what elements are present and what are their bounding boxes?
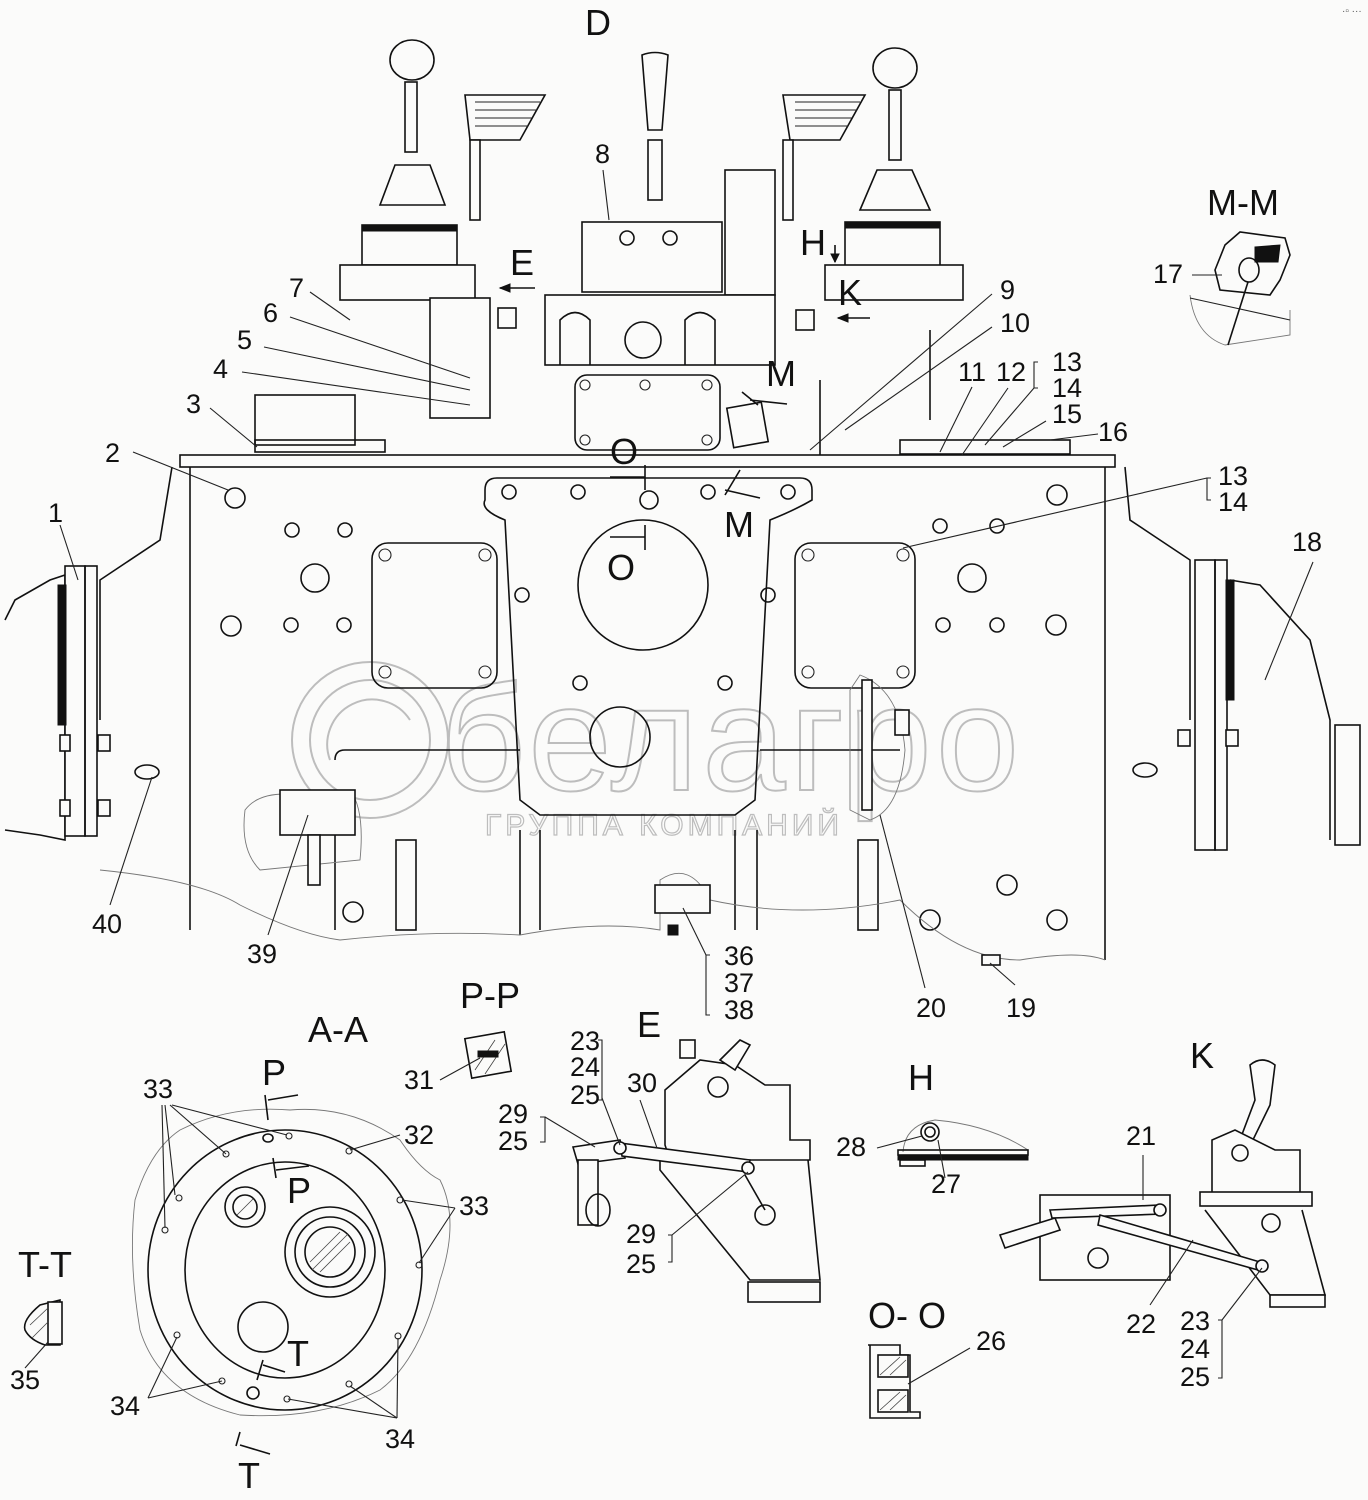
callout-30: 30 (627, 1068, 657, 1098)
view-E: E 23 24 25 29 25 30 29 25 (498, 1004, 821, 1303)
view-label-K-arrow: K (838, 272, 862, 313)
section-label-P-P: P-P (460, 975, 520, 1016)
view-label-O-top: O (610, 431, 638, 472)
callout-12: 12 (996, 357, 1026, 387)
watermark-brand: белагро (440, 654, 1023, 822)
callout-13-top: 13 (1052, 347, 1082, 377)
section-label-T-T: T-T (18, 1244, 72, 1285)
callout-7: 7 (289, 273, 304, 303)
section-M-M: M-M 17 (1153, 182, 1291, 346)
callout-40: 40 (92, 909, 122, 939)
callout-14-right: 14 (1218, 487, 1248, 517)
callout-15: 15 (1052, 399, 1082, 429)
view-H-label: H (908, 1057, 934, 1098)
callout-25-K: 25 (1180, 1362, 1210, 1392)
view-labels: D E H K M M O O (510, 2, 862, 588)
final-drive-left (4, 565, 111, 841)
section-A-A: A-A P P T T 33 (110, 1009, 489, 1496)
callout-23-E: 23 (570, 1026, 600, 1056)
window-controls[interactable]: ·▫ ··· (1342, 6, 1362, 17)
callout-34-left: 34 (110, 1391, 140, 1421)
view-K-label: K (1190, 1035, 1214, 1076)
callout-25-E: 25 (570, 1080, 600, 1110)
callout-24-E: 24 (570, 1052, 600, 1082)
callout-31: 31 (404, 1065, 434, 1095)
aa-P-inner-label: P (287, 1170, 311, 1211)
view-K: K 21 22 23 24 25 (998, 1035, 1327, 1392)
callout-10: 10 (1000, 308, 1030, 338)
callout-28: 28 (836, 1132, 866, 1162)
callout-27: 27 (931, 1169, 961, 1199)
view-label-E-arrow: E (510, 242, 534, 283)
section-O-O: O- O 26 (868, 1295, 1006, 1419)
callout-33-left: 33 (143, 1074, 173, 1104)
callout-19: 19 (1006, 993, 1036, 1023)
callout-14-top: 14 (1052, 373, 1082, 403)
section-label-O-O: O- O (868, 1295, 946, 1336)
aa-P-top-label: P (262, 1052, 286, 1093)
callout-32: 32 (404, 1120, 434, 1150)
callout-16: 16 (1098, 417, 1128, 447)
callout-36: 36 (724, 941, 754, 971)
view-label-O-bottom: O (607, 547, 635, 588)
final-drive-right (1132, 559, 1361, 851)
callout-33-right: 33 (459, 1191, 489, 1221)
callout-13-right: 13 (1218, 461, 1248, 491)
callout-25-E-right: 25 (626, 1249, 656, 1279)
callout-3: 3 (186, 389, 201, 419)
view-E-label: E (637, 1004, 661, 1045)
view-label-M-bottom: M (724, 504, 754, 545)
view-H: H 28 27 (836, 1057, 1029, 1199)
aa-T-inner-label: T (287, 1333, 309, 1374)
callout-37: 37 (724, 968, 754, 998)
callout-38: 38 (724, 995, 754, 1025)
main-callouts: 1 2 3 4 5 6 7 8 9 10 11 12 13 14 15 16 1… (48, 139, 1322, 1025)
callout-29-E-left: 29 (498, 1099, 528, 1129)
watermark: белагро ГРУППА КОМПАНИЙ (291, 653, 1023, 843)
callout-18: 18 (1292, 527, 1322, 557)
callout-20: 20 (916, 993, 946, 1023)
section-label-M-M: M-M (1207, 182, 1279, 223)
callout-17: 17 (1153, 259, 1183, 289)
callout-6: 6 (263, 298, 278, 328)
callout-26: 26 (976, 1326, 1006, 1356)
callout-1: 1 (48, 498, 63, 528)
section-arrows (498, 245, 870, 550)
view-label-M-top: M (766, 353, 796, 394)
callout-9: 9 (1000, 275, 1015, 305)
section-P-P: P-P 31 (404, 975, 520, 1095)
callout-34-right: 34 (385, 1424, 415, 1454)
control-levers (254, 39, 1071, 455)
callout-2: 2 (105, 438, 120, 468)
callout-11: 11 (958, 357, 986, 387)
gearbox-housing (99, 454, 1191, 966)
callout-5: 5 (237, 325, 252, 355)
section-T-T: T-T 35 (10, 1244, 72, 1395)
callout-29-E-right: 29 (626, 1219, 656, 1249)
callout-23-K: 23 (1180, 1306, 1210, 1336)
view-label-D: D (585, 2, 611, 43)
callout-25-E-left: 25 (498, 1126, 528, 1156)
callout-39: 39 (247, 939, 277, 969)
callout-24-K: 24 (1180, 1334, 1210, 1364)
view-label-H-arrow: H (800, 222, 826, 263)
section-label-A-A: A-A (308, 1009, 368, 1050)
callout-22: 22 (1126, 1309, 1156, 1339)
watermark-subtitle: ГРУППА КОМПАНИЙ (485, 808, 843, 842)
callout-21: 21 (1126, 1121, 1156, 1151)
callout-4: 4 (213, 354, 228, 384)
callout-8: 8 (595, 139, 610, 169)
aa-T-bottom-label: T (238, 1455, 260, 1496)
callout-35: 35 (10, 1365, 40, 1395)
